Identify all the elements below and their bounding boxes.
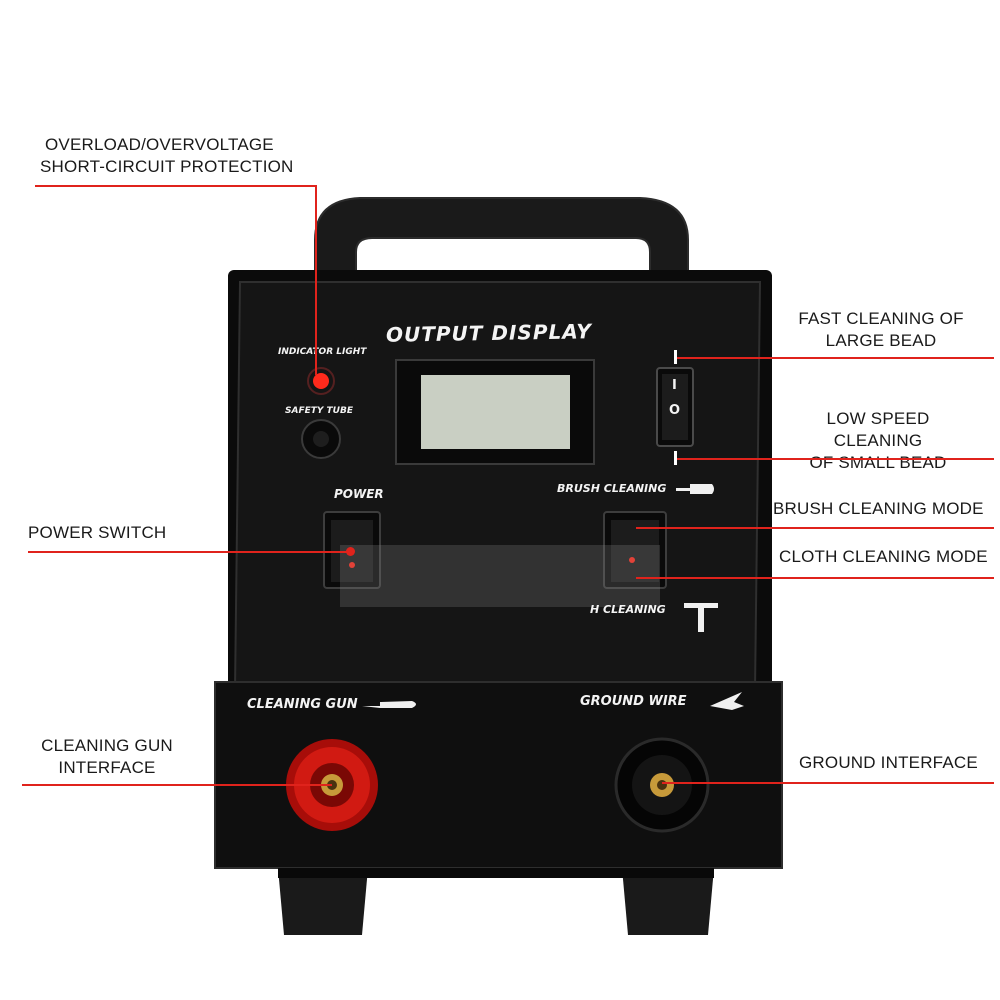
ground-wire-label: GROUND WIRE: [580, 694, 687, 709]
callout-low-speed-line2: OF SMALL BEAD: [809, 453, 947, 472]
switch-off-symbol: O: [669, 403, 681, 418]
watermark-band: [340, 545, 660, 607]
callout-fast-cleaning-line1: FAST CLEANING OF: [798, 309, 964, 328]
callout-overload-line1: OVERLOAD/OVERVOLTAGE: [45, 135, 274, 154]
cloth-cleaning-label: H CLEANING: [590, 603, 666, 616]
brush-cleaning-label: BRUSH CLEANING: [557, 482, 667, 495]
right-foot: [622, 868, 714, 935]
callout-brush-mode: BRUSH CLEANING MODE: [773, 499, 984, 518]
cloth-icon: [684, 603, 718, 632]
ground-leader: [662, 782, 994, 784]
callout-fast-cleaning: FAST CLEANING OF LARGE BEAD: [786, 308, 976, 352]
callout-ground: GROUND INTERFACE: [799, 753, 978, 772]
callout-low-speed: LOW SPEED CLEANING OF SMALL BEAD: [780, 408, 976, 474]
fast-cleaning-leader: [676, 357, 994, 359]
callout-cloth-mode: CLOTH CLEANING MODE: [779, 547, 988, 566]
switch-on-symbol: I: [672, 378, 677, 393]
callout-low-speed-line1: LOW SPEED CLEANING: [826, 409, 930, 450]
overload-leader-v: [315, 185, 317, 375]
switch-bottom-mark: [674, 451, 677, 465]
power-label: POWER: [334, 487, 384, 501]
overload-leader-h: [35, 185, 317, 187]
callout-overload: OVERLOAD/OVERVOLTAGE SHORT-CIRCUIT PROTE…: [40, 134, 294, 178]
indicator-light-label: INDICATOR LIGHT: [278, 347, 367, 357]
indicator-light: [313, 373, 329, 389]
callout-cleaning-gun-line1: CLEANING GUN: [41, 736, 173, 755]
low-speed-leader: [676, 458, 994, 460]
cleaning-gun-socket[interactable]: [286, 739, 378, 831]
lcd-screen: [421, 375, 570, 449]
brush-icon: [676, 484, 714, 494]
output-display-label: OUTPUT DISPLAY: [385, 319, 593, 347]
cleaning-gun-leader: [22, 784, 332, 786]
callout-cleaning-gun-line2: INTERFACE: [58, 758, 156, 777]
callout-fast-cleaning-line2: LARGE BEAD: [825, 331, 937, 350]
carry-handle: [314, 197, 689, 283]
left-foot: [278, 868, 368, 935]
clamp-icon: [710, 692, 744, 710]
callout-cleaning-gun: CLEANING GUN INTERFACE: [40, 735, 174, 779]
safety-tube-label: SAFETY TUBE: [285, 406, 353, 416]
power-switch-leader: [28, 551, 350, 553]
power-switch-leader-dot: [346, 547, 355, 556]
ground-socket[interactable]: [614, 737, 710, 833]
callout-power-switch: POWER SWITCH: [28, 523, 167, 542]
cloth-mode-leader: [636, 577, 994, 579]
callout-overload-line2: SHORT-CIRCUIT PROTECTION: [40, 157, 294, 176]
switch-top-mark: [674, 350, 677, 364]
cleaning-gun-label: CLEANING GUN: [247, 697, 358, 712]
brush-mode-leader: [636, 527, 994, 529]
gun-icon: [362, 701, 416, 708]
